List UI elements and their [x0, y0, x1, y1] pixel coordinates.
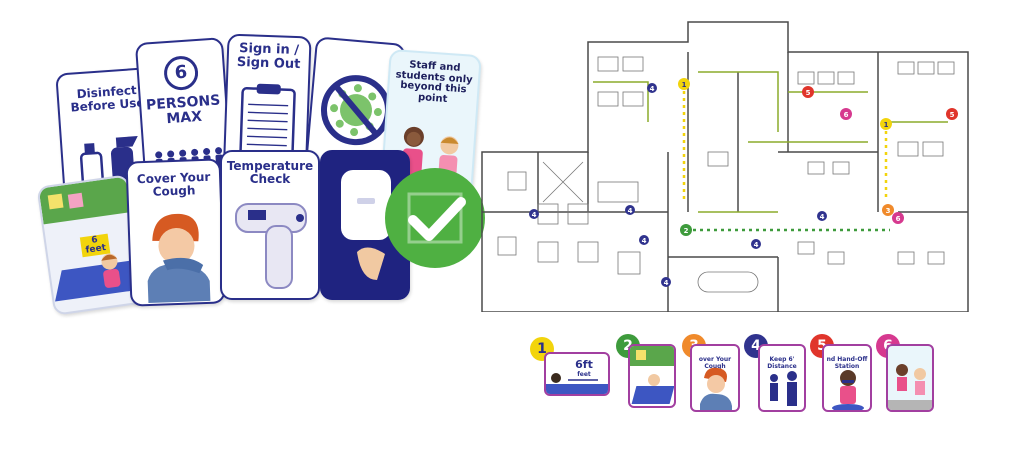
tile-2-child — [648, 374, 660, 386]
child-illustration-icon — [101, 253, 121, 288]
tile-2-mat — [631, 386, 674, 404]
legend-tile-3-text: over Your Cough — [698, 356, 732, 370]
svg-text:5: 5 — [950, 111, 955, 119]
no-virus-icon — [320, 75, 391, 146]
cover-cough-icon — [700, 367, 732, 410]
svg-text:4: 4 — [820, 213, 825, 221]
tile-2-note — [636, 350, 646, 360]
legend-tile-2 — [628, 344, 676, 408]
svg-text:1: 1 — [884, 121, 889, 129]
coughing-boy-icon — [147, 213, 211, 303]
svg-text:6ft: 6ft — [575, 358, 593, 371]
legend-tile-4-text: Keep 6' Distance — [767, 356, 797, 370]
clipboard-icon — [239, 83, 296, 162]
legend-tile-5-text: nd Hand-Off Station — [826, 356, 868, 370]
yellow-note — [47, 193, 64, 210]
svg-text:4: 4 — [664, 279, 669, 287]
legend-tile-4: Keep 6' Distance — [758, 344, 806, 412]
keep-distance-icon — [770, 371, 797, 406]
staff-only-icon — [888, 364, 932, 410]
persons-max-label: PERSONS MAX — [145, 92, 221, 127]
legend-tile-5: nd Hand-Off Station — [822, 344, 872, 412]
sign-temperature-check: Temperature Check — [220, 150, 320, 300]
check-badge — [385, 168, 485, 268]
svg-text:5: 5 — [806, 89, 811, 97]
persons-number-circle: 6 — [162, 54, 200, 92]
svg-text:4: 4 — [532, 211, 537, 219]
legend-tile-3: over Your Cough — [690, 344, 740, 412]
svg-text:3: 3 — [886, 207, 891, 215]
svg-text:4: 4 — [628, 207, 633, 215]
svg-text:feet: feet — [577, 371, 591, 378]
svg-text:2: 2 — [684, 227, 689, 235]
svg-text:6: 6 — [844, 111, 849, 119]
signage-collage: Disinfect Before Use 6 PERSONS MAX Sign — [36, 30, 490, 320]
sign-six-feet: 6 feet — [36, 174, 146, 316]
svg-text:4: 4 — [650, 85, 655, 93]
cover-cough-title: Cover Your Cough — [136, 169, 211, 199]
hand-off-station-icon — [832, 370, 864, 410]
svg-text:4: 4 — [642, 237, 647, 245]
legend-tile-1: 6ft feet — [544, 352, 610, 396]
sign-in-title: Sign in / Sign Out — [236, 40, 301, 72]
thermometer-gun-icon — [235, 203, 307, 289]
floor-plan: 1 1 2 3 4 4 4 4 4 4 4 5 5 6 6 — [481, 21, 969, 312]
sign-hand-sanitizer — [320, 150, 410, 300]
yellow-note-2 — [67, 192, 84, 209]
six-feet-distance-icon: 6ft feet — [546, 358, 608, 394]
persons-number: 6 — [174, 61, 188, 84]
staff-students-title: Staff and students only beyond this poin… — [395, 59, 473, 105]
checkmark-icon — [407, 192, 466, 244]
sign-sign-in-out: Sign in / Sign Out — [222, 33, 312, 187]
svg-text:4: 4 — [754, 241, 759, 249]
svg-text:1: 1 — [682, 81, 687, 89]
sign-cover-cough: Cover Your Cough — [125, 158, 226, 307]
temperature-title: Temperature Check — [226, 159, 314, 186]
sign-no-virus — [304, 36, 406, 184]
svg-text:6: 6 — [896, 215, 901, 223]
sanitizer-dispenser-icon — [341, 170, 391, 280]
legend-tile-6 — [886, 344, 934, 412]
